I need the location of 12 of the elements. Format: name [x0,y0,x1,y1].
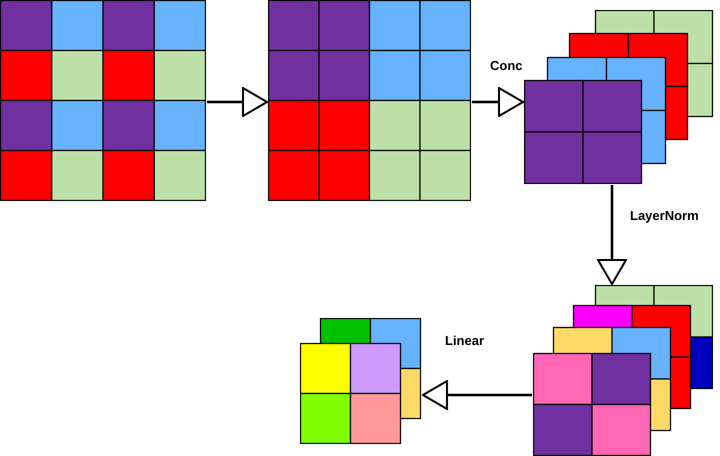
edge-label: LayerNorm [628,208,701,223]
arrow [422,380,532,410]
arrow [472,87,524,117]
arrow [207,87,268,117]
grid-drawing [300,318,422,444]
edge-label: Conc [488,58,524,73]
grid-drawing [533,285,713,456]
arrow [597,185,627,285]
edge-label: Linear [443,333,486,348]
grid-drawing [524,10,714,184]
grid-drawing [268,0,471,201]
grid-drawing [0,0,206,201]
